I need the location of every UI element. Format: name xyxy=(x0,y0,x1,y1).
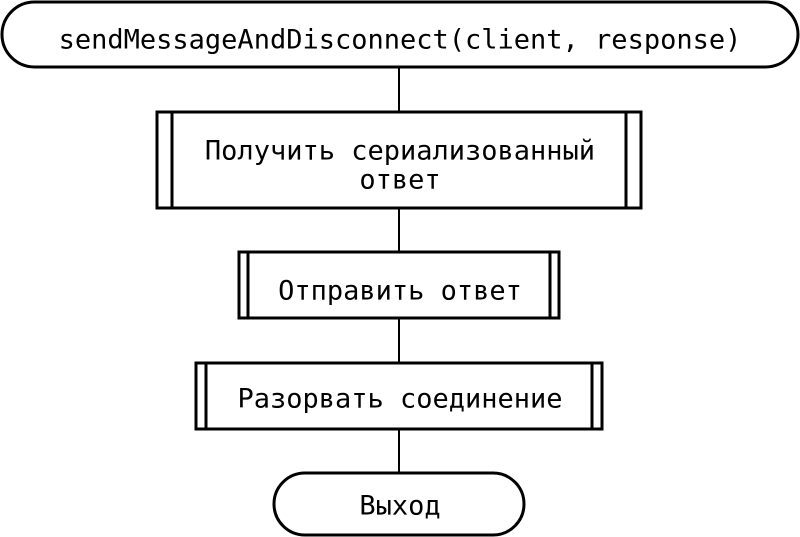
process-step-2-frame xyxy=(237,250,561,320)
process-step-close-connection: Разорвать соединение xyxy=(194,361,604,431)
process-step-get-serialized-response: Получить сериализованный ответ xyxy=(155,110,643,210)
end-terminator: Выход xyxy=(272,471,526,537)
start-terminator-label: sendMessageAndDisconnect(client, respons… xyxy=(59,25,742,56)
process-step-1-label-line-2: ответ xyxy=(359,165,440,196)
process-step-1-frame xyxy=(155,110,643,210)
process-step-send-response: Отправить ответ xyxy=(237,250,561,320)
process-step-1-label-line-1: Получить сериализованный xyxy=(205,136,595,167)
start-terminator: sendMessageAndDisconnect(client, respons… xyxy=(0,0,800,69)
end-terminator-shape xyxy=(272,471,526,537)
process-step-3-label: Разорвать соединение xyxy=(237,384,562,415)
process-step-3-frame xyxy=(194,361,604,431)
process-step-2-label: Отправить ответ xyxy=(278,276,522,307)
end-terminator-label: Выход xyxy=(359,491,440,522)
start-terminator-shape xyxy=(0,0,800,69)
